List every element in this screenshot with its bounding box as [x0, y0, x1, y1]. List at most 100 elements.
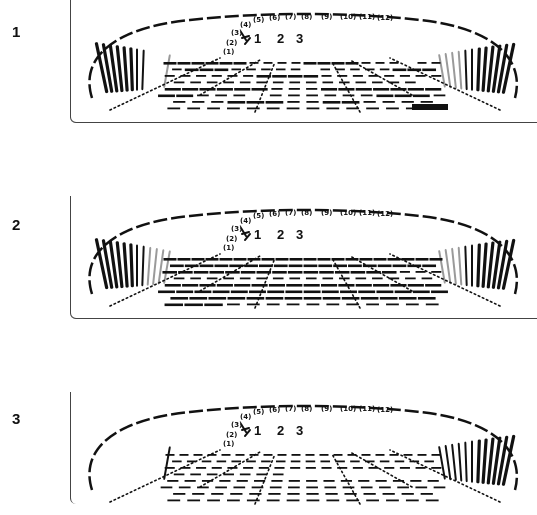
level-bar — [451, 444, 457, 481]
spectrum-segment — [199, 88, 215, 91]
spectrum-segment — [306, 480, 317, 482]
spectrum-segment — [304, 297, 322, 300]
spectrum-segment — [416, 467, 426, 469]
spectrum-segment — [190, 82, 201, 84]
spectrum-segment — [364, 493, 376, 495]
spectrum-segment — [264, 62, 273, 64]
spectrum-segment — [267, 304, 280, 306]
spectrum-segment — [361, 95, 373, 97]
spectrum-segment — [231, 461, 241, 463]
spectrum-segment — [418, 297, 436, 300]
spectrum-segment — [337, 467, 347, 469]
preset-number: 1 — [254, 227, 261, 242]
spectrum-segment — [332, 62, 345, 65]
spectrum-segment — [249, 493, 261, 495]
spectrum-segment — [207, 474, 218, 476]
spectrum-segment — [273, 82, 284, 84]
spectrum-segment — [190, 278, 201, 280]
spectrum-segment — [431, 467, 441, 469]
spectrum-segment — [306, 493, 318, 495]
spectrum-segment — [397, 487, 409, 489]
spectrum-segment — [176, 291, 193, 294]
spectrum-segment — [407, 265, 421, 268]
panel-number: 3 — [12, 411, 20, 428]
level-bar — [451, 52, 457, 89]
level-bar — [481, 438, 487, 484]
spectrum-segment — [178, 271, 193, 274]
spectrum-segment — [332, 258, 345, 261]
spectrum-segment — [318, 62, 331, 65]
spectrum-segment — [343, 487, 355, 489]
spectrum-segment — [358, 480, 369, 482]
spectrum-segment — [422, 278, 433, 280]
spectrum-segment — [406, 304, 419, 306]
preset-number: 2 — [277, 227, 284, 242]
spectrum-segment — [192, 258, 205, 261]
spectrum-segment — [364, 101, 376, 103]
spectrum-segment — [319, 271, 334, 274]
spectrum-segment — [257, 271, 272, 274]
level-bar — [458, 443, 463, 482]
spectrum-segment — [187, 108, 200, 110]
spectrum-segment — [343, 95, 355, 97]
spectrum-segment — [413, 95, 430, 98]
spectrum-segment — [348, 265, 362, 268]
spectrum-segment — [227, 75, 237, 77]
spectrum-segment — [207, 278, 218, 280]
spectrum-segment — [208, 297, 226, 300]
spectrum-segment — [207, 500, 220, 502]
spectrum-segment — [306, 101, 318, 103]
panel-number: 2 — [12, 217, 20, 234]
spectrum-segment — [274, 265, 288, 268]
spectrum-segment — [217, 88, 233, 91]
spectrum-segment — [234, 88, 250, 91]
spectrum-segment — [430, 258, 443, 261]
spectrum-segment — [207, 108, 220, 110]
spectrum-segment — [307, 108, 320, 110]
display-panel-1: (1)(2)(3)(4)(5)(6)(7)(8)(9)(10)(11)(12)1… — [70, 0, 537, 123]
level-bar — [136, 245, 138, 287]
level-bar — [481, 46, 487, 92]
spectrum-segment — [406, 500, 419, 502]
level-bar — [152, 248, 158, 285]
spectrum-segment — [240, 82, 251, 84]
spectrum-segment — [372, 82, 383, 84]
spectrum-segment — [353, 467, 363, 469]
spectrum-segment — [346, 500, 359, 502]
spectrum-segment — [264, 454, 273, 456]
spectrum-segment — [212, 75, 222, 77]
spectrum-segment — [252, 487, 264, 489]
preset-arrow-icon — [241, 228, 250, 240]
spectrum-segment — [346, 304, 359, 306]
spectrum-segment — [378, 265, 392, 268]
channel-label: (5) — [253, 408, 264, 416]
channel-label: (8) — [301, 209, 312, 217]
spectrum-segment — [376, 95, 393, 98]
preset-number: 3 — [296, 227, 303, 242]
spectrum-segment — [323, 480, 334, 482]
spectrum-segment — [402, 493, 414, 495]
spectrum-segment — [418, 62, 427, 64]
spectrum-segment — [247, 108, 260, 110]
spectrum-segment — [365, 461, 375, 463]
spectrum-segment — [276, 461, 286, 463]
spectrum-segment — [261, 461, 271, 463]
spectrum-segment — [246, 461, 256, 463]
spectrum-segment — [208, 454, 217, 456]
spectrum-segment — [421, 493, 433, 495]
spectrum-segment — [259, 467, 269, 469]
channel-label: (10) — [340, 405, 356, 413]
spectrum-segment — [217, 461, 227, 463]
spectrum-segment — [304, 62, 317, 65]
spectrum-segment — [340, 291, 357, 294]
channel-label: (8) — [301, 13, 312, 21]
spectrum-segment — [341, 480, 352, 482]
spectrum-segment — [249, 291, 266, 294]
spectrum-segment — [271, 480, 282, 482]
spectrum-segment — [376, 291, 393, 294]
level-bar — [451, 248, 457, 285]
spectrum-segment — [244, 265, 258, 268]
spectrum-segment — [408, 284, 424, 287]
spectrum-segment — [334, 454, 343, 456]
spectrum-segment — [376, 454, 385, 456]
